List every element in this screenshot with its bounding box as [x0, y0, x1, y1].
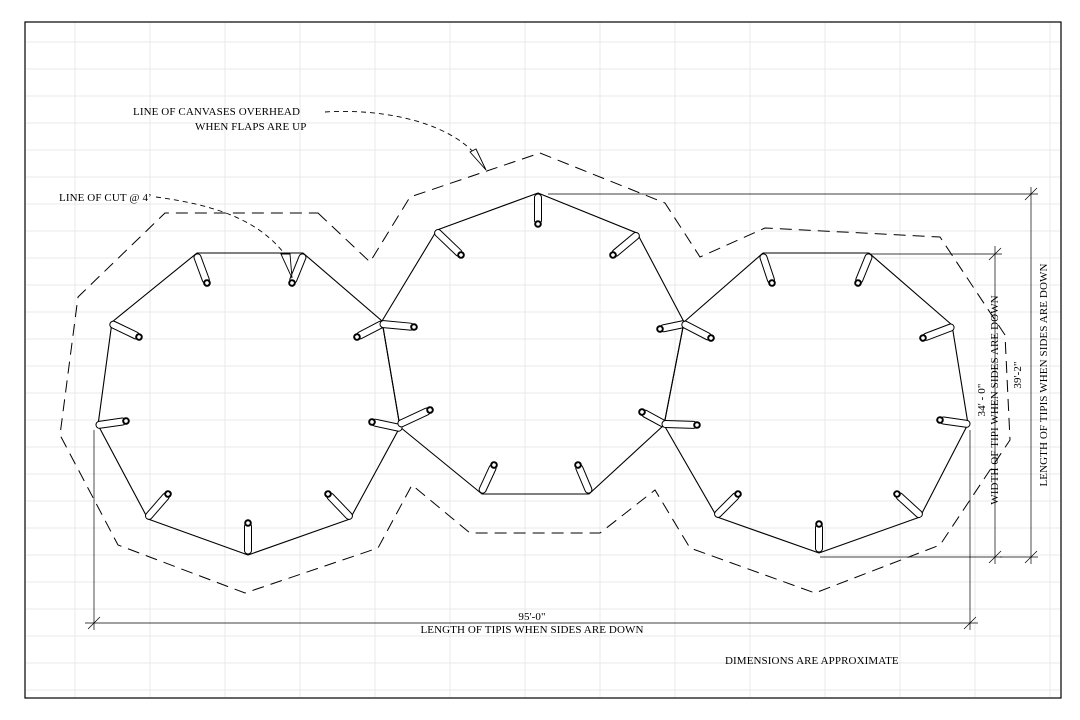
tipi-outline-right [663, 252, 969, 554]
stake-peg [397, 406, 434, 428]
canvases-leader [324, 111, 481, 161]
stake-hole-icon [203, 279, 211, 287]
stake-hole-icon [164, 490, 172, 498]
stake-peg [288, 253, 307, 287]
stake-hole-icon [574, 461, 582, 469]
stake-peg-body [815, 523, 823, 553]
stake-peg [661, 420, 701, 429]
stake-peg [534, 193, 542, 228]
stake-hole-icon [893, 490, 901, 498]
length-dimension-label: LENGTH OF TIPIS WHEN SIDES ARE DOWN [420, 624, 643, 636]
stake-hole-icon [734, 490, 742, 498]
stake-hole-icon [815, 520, 823, 528]
approximate-note: DIMENSIONS ARE APPROXIMATE [725, 655, 899, 667]
stake-hole-icon [919, 334, 927, 342]
stake-peg [95, 417, 130, 429]
width-dimension-value: 34' - 0" [976, 384, 988, 417]
stake-hole-icon [288, 279, 296, 287]
stake-peg [478, 461, 498, 494]
overhead-canvas-outline [59, 152, 1011, 594]
stake-peg [244, 519, 252, 555]
stake-peg [681, 320, 715, 342]
stake-peg [109, 320, 143, 341]
stake-hole-icon [707, 334, 715, 342]
stake-peg [368, 418, 403, 432]
stake-peg-body [534, 193, 542, 225]
stake-hole-icon [457, 251, 465, 259]
stake-peg [574, 461, 593, 494]
stake-peg [144, 490, 172, 520]
stake-peg [434, 229, 465, 259]
stake-hole-icon [368, 418, 376, 426]
stake-peg [193, 253, 211, 287]
stake-peg [714, 490, 742, 518]
stake-hole-icon [426, 406, 434, 414]
stake-hole-icon [768, 279, 776, 287]
width-dimension [820, 246, 1002, 564]
canvases-label-line1: LINE OF CANVASES OVERHEAD [133, 106, 300, 118]
canvases-leader-arrow-icon [469, 148, 487, 171]
cut-leader [155, 196, 290, 261]
stake-peg [936, 416, 971, 428]
stake-hole-icon [324, 490, 332, 498]
stake-peg [815, 520, 823, 553]
stake-pegs [95, 193, 971, 555]
stake-hole-icon [854, 279, 862, 287]
background-grid [26, 23, 1060, 697]
stake-peg-body [95, 417, 127, 429]
overall-length-dimension [548, 187, 1038, 564]
stake-hole-icon [693, 421, 701, 429]
tipi-outline-left [97, 252, 401, 556]
stake-peg [893, 490, 923, 518]
drawing-border [24, 21, 1062, 699]
cut-leader-arrow-icon [280, 253, 293, 279]
stake-hole-icon [656, 325, 664, 333]
stake-hole-icon [244, 519, 252, 527]
stake-peg [919, 323, 955, 342]
length-dimension-value: 95'-0" [518, 611, 545, 623]
stake-peg [609, 231, 640, 259]
width-dimension-label: WIDTH OF TIPI WHEN SIDES ARE DOWN [989, 295, 1001, 504]
overall-length-label: LENGTH OF TIPIS WHEN SIDES ARE DOWN [1038, 263, 1050, 486]
stake-peg-body [244, 522, 252, 555]
cut-label: LINE OF CUT @ 4’ [59, 192, 152, 204]
stake-hole-icon [609, 251, 617, 259]
overall-length-value: 39'-2" [1012, 361, 1024, 388]
stake-peg [854, 253, 873, 287]
tipi-outline-center [381, 192, 685, 495]
stake-hole-icon [353, 333, 361, 341]
stake-peg [379, 320, 418, 331]
stake-hole-icon [410, 323, 418, 331]
canvases-label-line2: WHEN FLAPS ARE UP [195, 121, 306, 133]
stake-hole-icon [135, 333, 143, 341]
stake-peg-body [661, 420, 698, 429]
stake-peg-body [379, 320, 415, 331]
stake-peg-body [939, 416, 971, 428]
stake-peg [759, 253, 776, 287]
length-dimension [85, 430, 978, 630]
stake-hole-icon [936, 416, 944, 424]
stake-hole-icon [638, 408, 646, 416]
stake-peg [324, 490, 353, 520]
stake-hole-icon [122, 417, 130, 425]
stake-hole-icon [534, 220, 542, 228]
stake-hole-icon [490, 461, 498, 469]
